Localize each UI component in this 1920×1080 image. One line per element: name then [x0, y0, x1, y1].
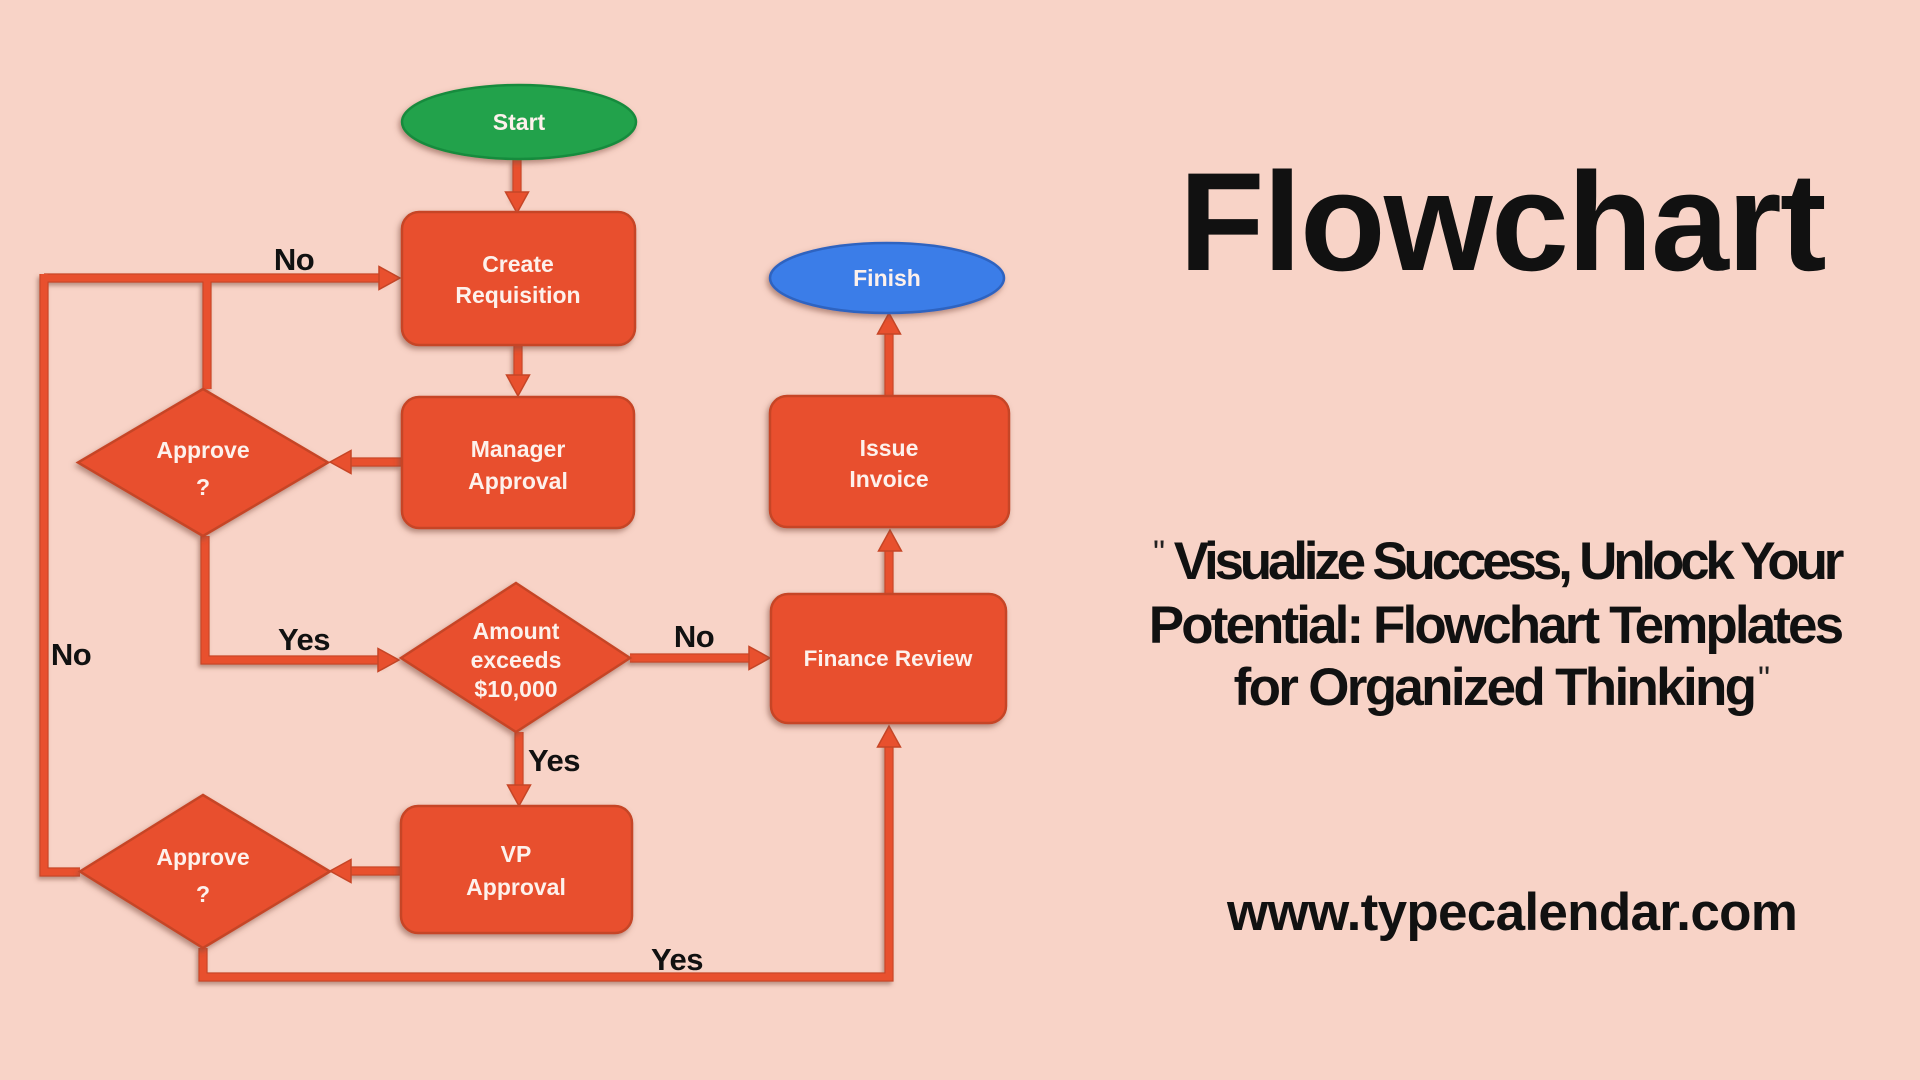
svg-text:?: ? [196, 881, 210, 907]
svg-text:www.typecalendar.com: www.typecalendar.com [1226, 883, 1797, 942]
svg-text:Yes: Yes [278, 622, 330, 657]
svg-text:": " [1758, 660, 1770, 698]
svg-text:exceeds: exceeds [471, 647, 562, 673]
svg-text:Visualize Success, Unlock Your: Visualize Success, Unlock Your [1174, 532, 1844, 591]
svg-text:Create: Create [482, 251, 554, 277]
svg-text:Approval: Approval [468, 468, 568, 494]
svg-text:Yes: Yes [651, 942, 703, 977]
svg-text:": " [1153, 534, 1165, 572]
svg-text:Invoice: Invoice [849, 466, 928, 492]
svg-text:Amount: Amount [473, 618, 560, 644]
svg-text:Yes: Yes [528, 743, 580, 778]
svg-text:Start: Start [493, 109, 546, 135]
svg-text:No: No [51, 637, 91, 672]
svg-text:$10,000: $10,000 [474, 676, 557, 702]
svg-text:for Organized Thinking: for Organized Thinking [1234, 658, 1755, 717]
svg-text:No: No [674, 619, 714, 654]
svg-text:Approve: Approve [156, 844, 249, 870]
svg-text:VP: VP [501, 841, 532, 867]
svg-text:Flowchart: Flowchart [1179, 143, 1825, 300]
svg-text:Approval: Approval [466, 874, 566, 900]
svg-text:Finish: Finish [853, 265, 921, 291]
svg-text:Issue: Issue [860, 435, 919, 461]
svg-text:Requisition: Requisition [455, 282, 580, 308]
svg-text:Approve: Approve [156, 437, 249, 463]
svg-text:Manager: Manager [471, 436, 566, 462]
svg-text:Potential: Flowchart Templates: Potential: Flowchart Templates [1149, 596, 1843, 655]
svg-text:Finance Review: Finance Review [804, 646, 973, 671]
svg-text:No: No [274, 242, 314, 277]
svg-text:?: ? [196, 474, 210, 500]
